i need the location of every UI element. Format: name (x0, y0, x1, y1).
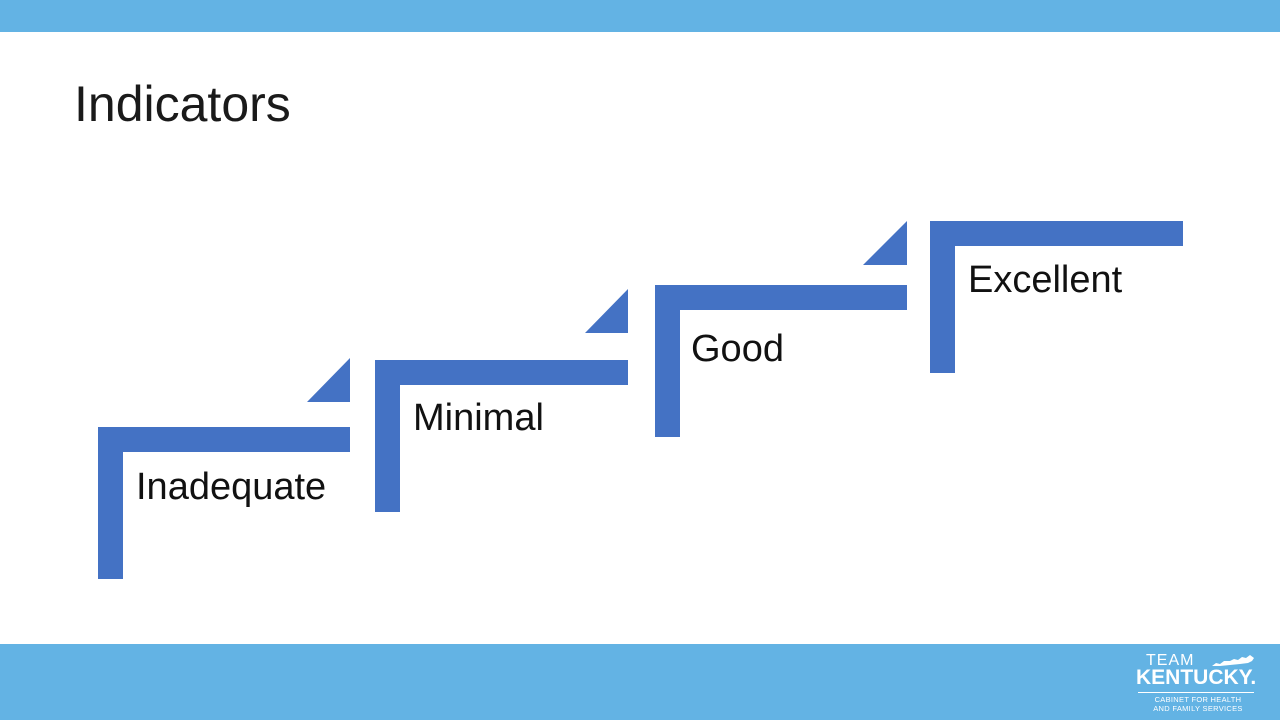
top-banner (0, 0, 1280, 32)
step-arrow-good (863, 221, 907, 265)
step-label-minimal: Minimal (413, 397, 544, 439)
team-kentucky-logo: TEAM KENTUCKY. CABINET FOR HEALTH AND FA… (1130, 650, 1262, 716)
logo-subtitle-line2: AND FAMILY SERVICES (1153, 704, 1243, 713)
logo-subtitle: CABINET FOR HEALTH AND FAMILY SERVICES (1140, 695, 1256, 713)
logo-team-text: TEAM (1146, 652, 1195, 669)
slide-title: Indicators (74, 76, 291, 132)
kentucky-state-icon (1212, 655, 1254, 666)
bottom-banner (0, 644, 1280, 720)
step-arrow-inadequate (307, 358, 350, 402)
logo-subtitle-line1: CABINET FOR HEALTH (1154, 695, 1242, 704)
logo-divider (1138, 692, 1254, 693)
step-shape-good (655, 221, 907, 437)
step-shape-inadequate (98, 358, 350, 579)
step-label-excellent: Excellent (968, 259, 1123, 301)
step-label-inadequate: Inadequate (136, 466, 327, 508)
step-label-good: Good (691, 328, 784, 370)
logo-name-text: KENTUCKY. (1136, 666, 1257, 689)
step-shape-minimal (375, 289, 628, 512)
step-arrow-minimal (585, 289, 628, 333)
step-shape-excellent (930, 221, 1183, 373)
